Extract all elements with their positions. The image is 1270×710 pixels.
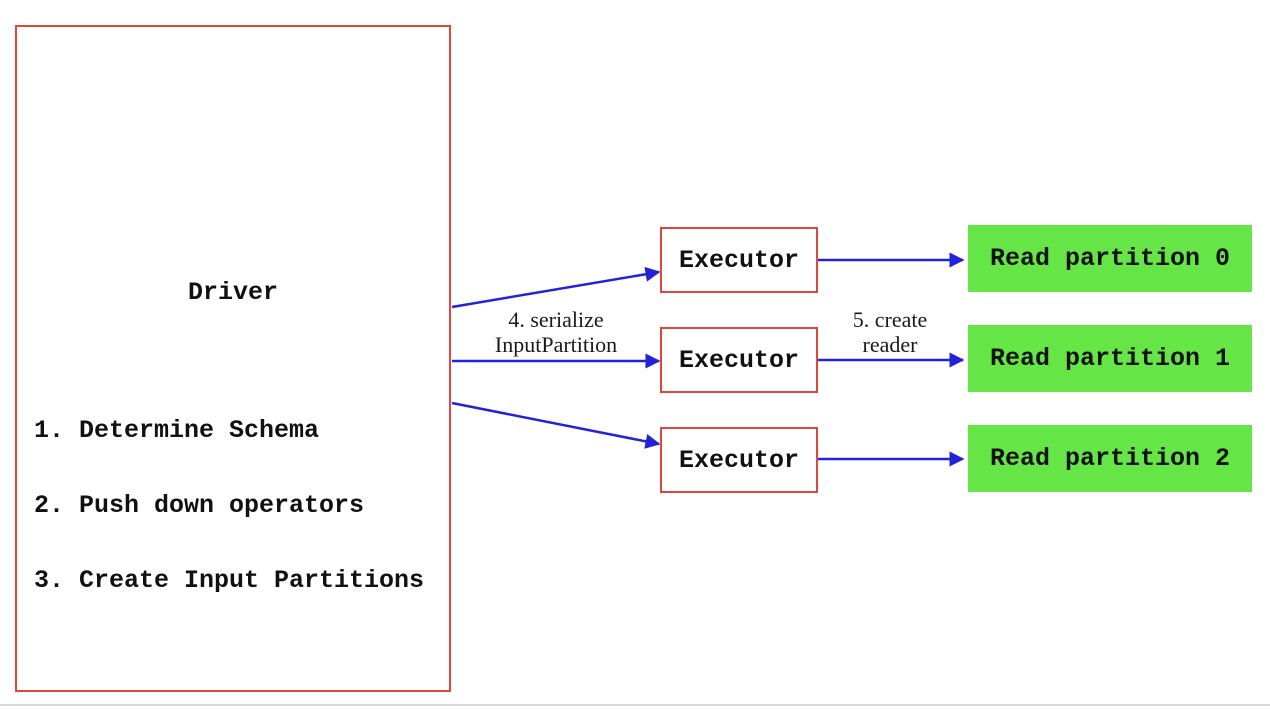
executor-box-3: Executor: [660, 427, 818, 493]
driver-box: Driver 1. Determine Schema 2. Push down …: [15, 25, 451, 692]
arrow-driver-to-executor-3: [451, 401, 661, 449]
executor-label: Executor: [678, 245, 800, 275]
read-partition-label: Read partition 0: [989, 244, 1231, 273]
edge-label-create-reader: 5. create reader: [810, 307, 970, 357]
bottom-edge-line: [0, 704, 1270, 706]
driver-steps-list: 1. Determine Schema 2. Push down operato…: [34, 368, 424, 643]
executor-box-1: Executor: [660, 227, 818, 293]
edge-label-line: 5. create: [852, 307, 928, 332]
edge-label-line: 4. serialize: [508, 307, 604, 332]
executor-label: Executor: [678, 345, 800, 375]
read-partition-label: Read partition 2: [989, 444, 1231, 473]
driver-title: Driver: [187, 278, 278, 307]
read-partition-box-1: Read partition 1: [968, 325, 1252, 392]
edge-label-line: reader: [862, 332, 918, 357]
read-partition-box-2: Read partition 2: [968, 425, 1252, 492]
executor-box-2: Executor: [660, 327, 818, 393]
read-partition-box-0: Read partition 0: [968, 225, 1252, 292]
driver-step-2: 2. Push down operators: [34, 491, 365, 520]
executor-label: Executor: [678, 445, 800, 475]
arrow-driver-to-executor-1: [451, 266, 661, 309]
driver-step-3: 3. Create Input Partitions: [34, 566, 425, 595]
edge-label-line: InputPartition: [494, 332, 618, 357]
edge-label-serialize-inputpartition: 4. serialize InputPartition: [446, 307, 666, 357]
read-partition-label: Read partition 1: [989, 344, 1231, 373]
driver-step-1: 1. Determine Schema: [34, 416, 320, 445]
